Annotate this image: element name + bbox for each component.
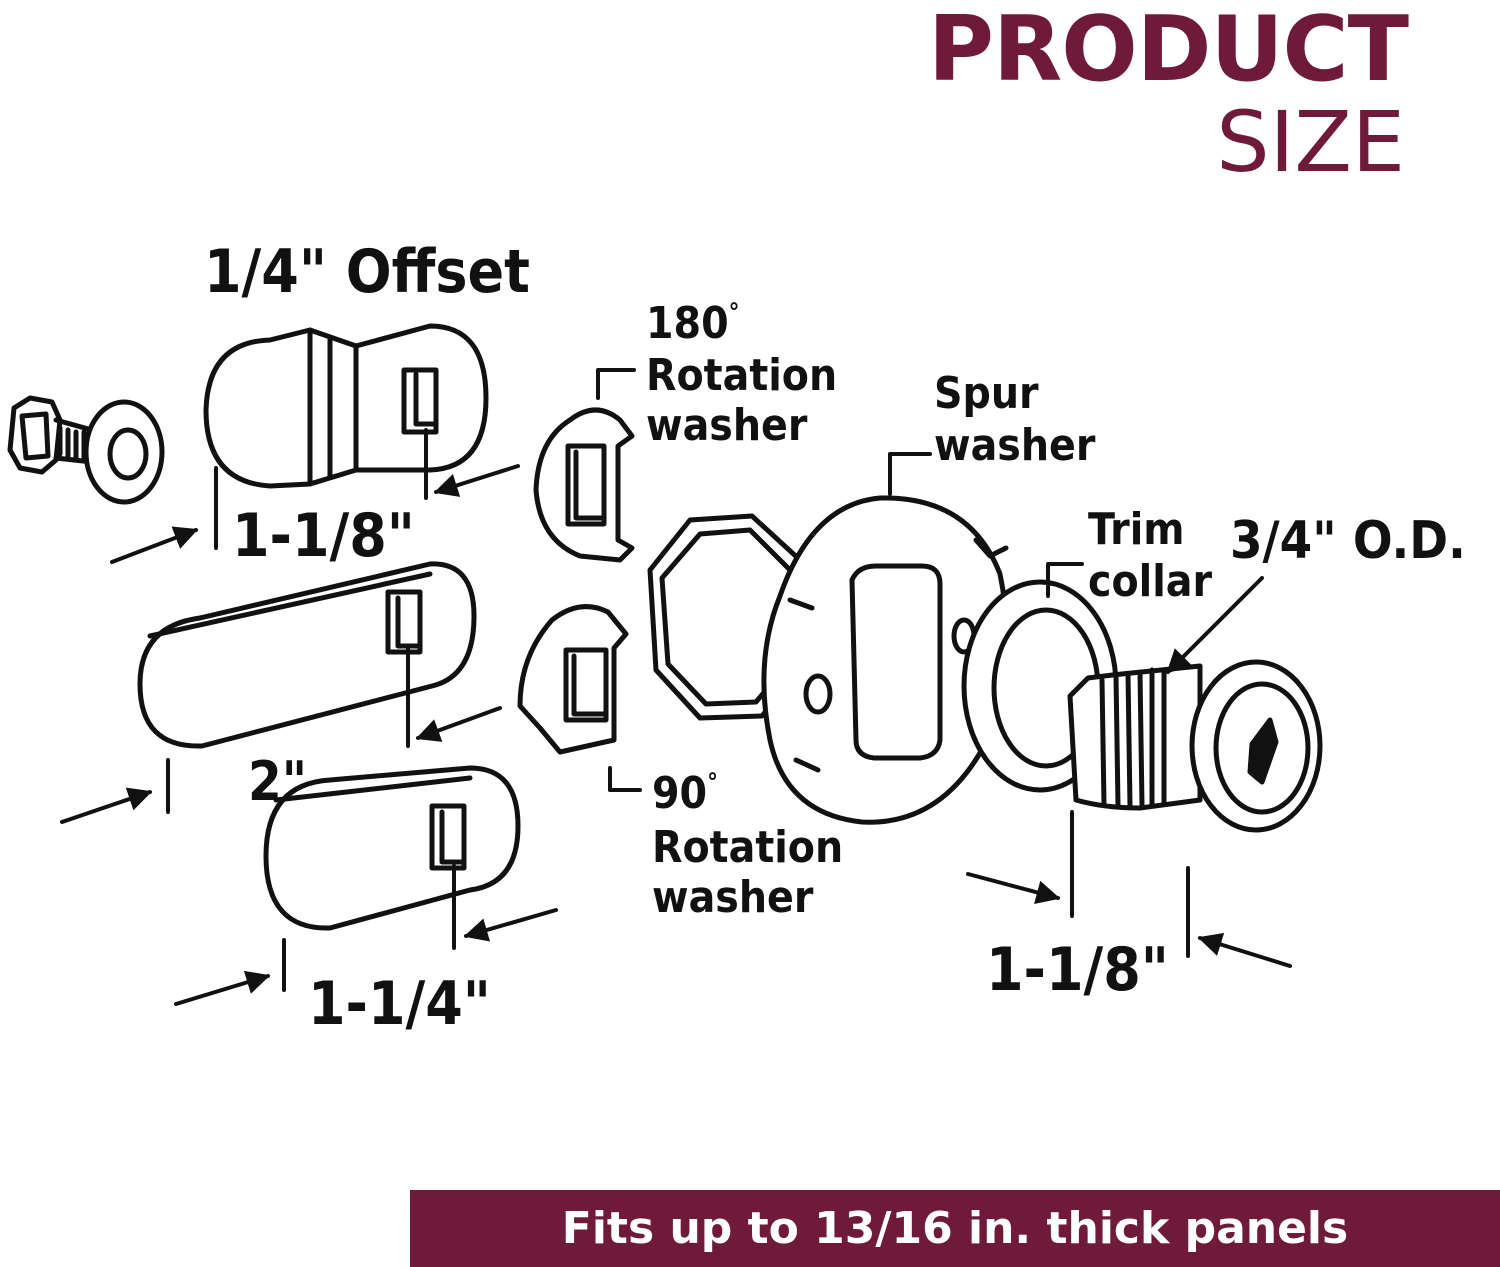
- title-size: SIZE: [1216, 93, 1405, 191]
- label-trim-line2: collar: [1088, 556, 1212, 607]
- label-rot180-line1: Rotation: [646, 350, 837, 401]
- lock-cylinder-drawing: [1067, 659, 1323, 833]
- offset-cam-drawing: [203, 323, 489, 489]
- footer-text: Fits up to 13/16 in. thick panels: [561, 1203, 1349, 1254]
- label-cylinder-length: 1-1/8": [986, 935, 1169, 1005]
- footer-banner: Fits up to 13/16 in. thick panels: [410, 1190, 1500, 1267]
- label-trim-line1: Trim: [1088, 504, 1185, 555]
- dimension-lines: [60, 428, 1292, 1006]
- rotation-washer-90-drawing: [517, 604, 629, 755]
- label-rot90-line2: washer: [652, 872, 814, 923]
- label-cam-top-width: 1-1/8": [232, 501, 415, 571]
- title-product: PRODUCT: [927, 0, 1409, 102]
- label-od: 3/4" O.D.: [1230, 511, 1466, 571]
- label-rot90-line1: Rotation: [652, 822, 843, 873]
- rotation-washer-180-drawing: [533, 407, 635, 563]
- spur-washer-drawing: [761, 495, 1009, 825]
- label-spur-line1: Spur: [934, 368, 1039, 419]
- exploded-lock-diagram: 1/4" Offset 1-1/8" 2" 1-1/4" 180° Rotati…: [7, 237, 1466, 1039]
- label-spur-line2: washer: [934, 420, 1096, 471]
- label-rot180-line2: washer: [646, 400, 808, 451]
- label-offset: 1/4" Offset: [204, 237, 530, 307]
- long-cam-drawing: [137, 561, 477, 749]
- label-rot180-deg: 180°: [646, 298, 739, 349]
- screw-drawing: [7, 395, 165, 505]
- leader-lines: [596, 368, 1084, 792]
- label-cam-mid-width: 2": [248, 750, 307, 813]
- label-rot90-deg: 90°: [652, 768, 718, 819]
- label-cam-bottom-width: 1-1/4": [308, 969, 491, 1039]
